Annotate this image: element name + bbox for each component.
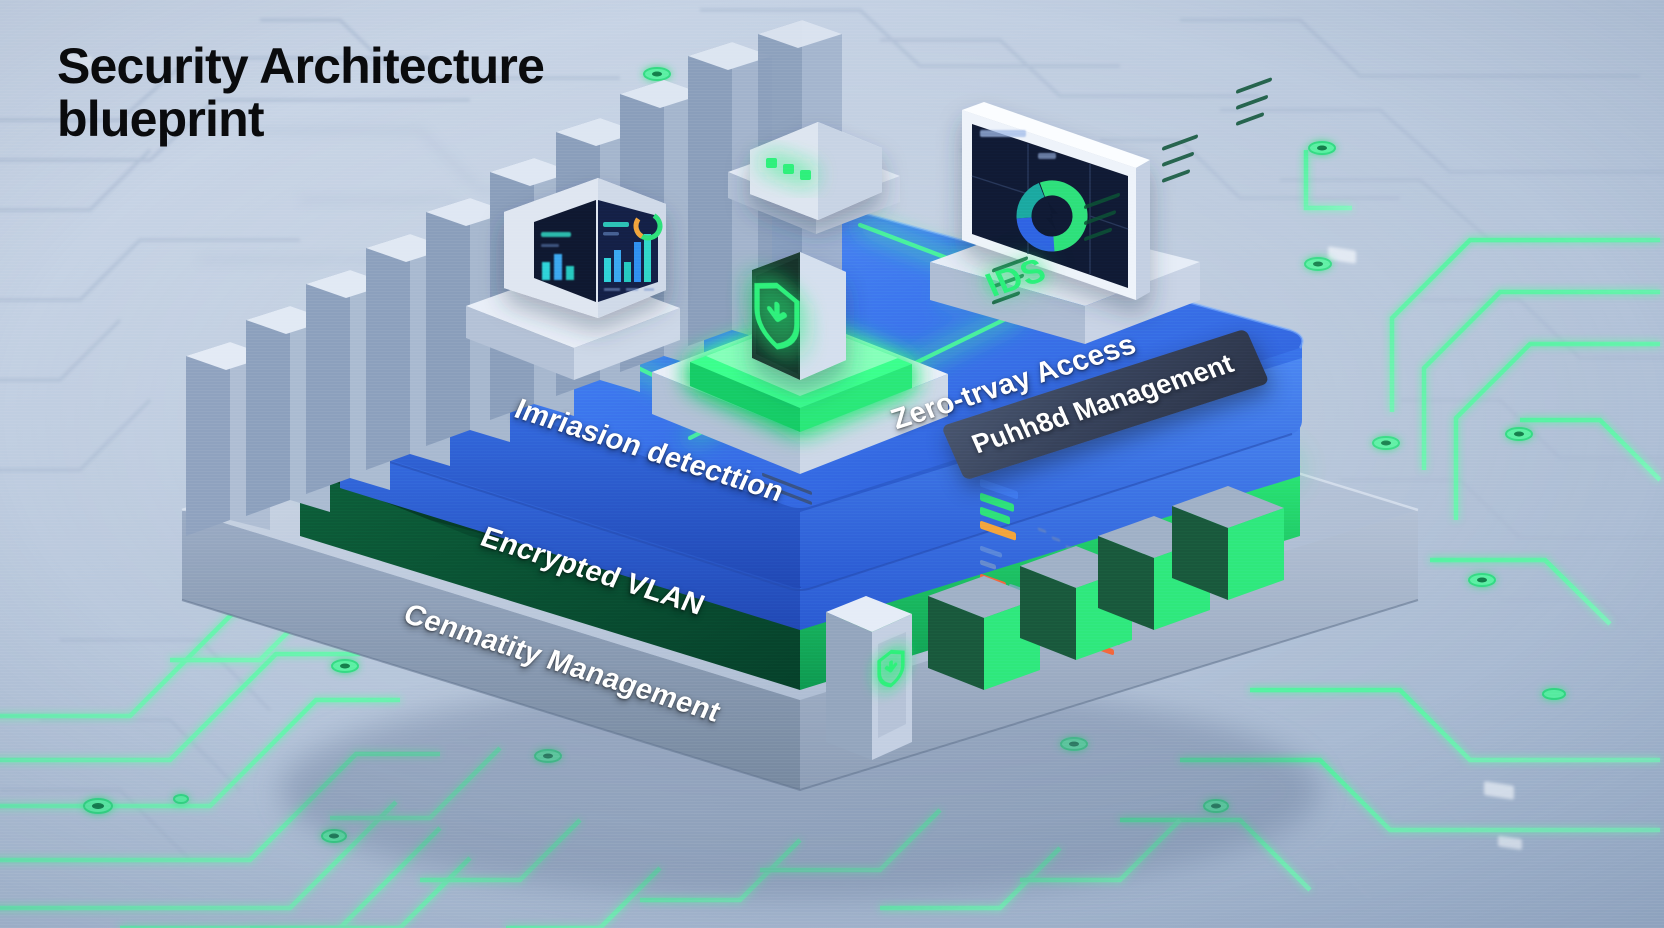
left-screen-gauge <box>633 211 663 241</box>
server-rack-group <box>928 77 1284 690</box>
analytics-dashboard-node <box>466 178 680 380</box>
page-title: Security Architecture blueprint <box>57 38 545 147</box>
server-leds <box>766 158 811 180</box>
firewall-server-node <box>728 122 900 505</box>
left-screen-bars <box>604 234 651 282</box>
security-gateway-pillar <box>826 596 912 760</box>
title-line-2: blueprint <box>57 91 264 147</box>
ids-donut-chart <box>1016 180 1088 252</box>
ids-dashboard-node <box>930 102 1200 656</box>
ids-side-bars <box>980 479 1018 541</box>
title-line-1: Security Architecture <box>57 38 545 94</box>
shield-icon <box>754 282 800 350</box>
core-shield-node <box>652 252 948 474</box>
